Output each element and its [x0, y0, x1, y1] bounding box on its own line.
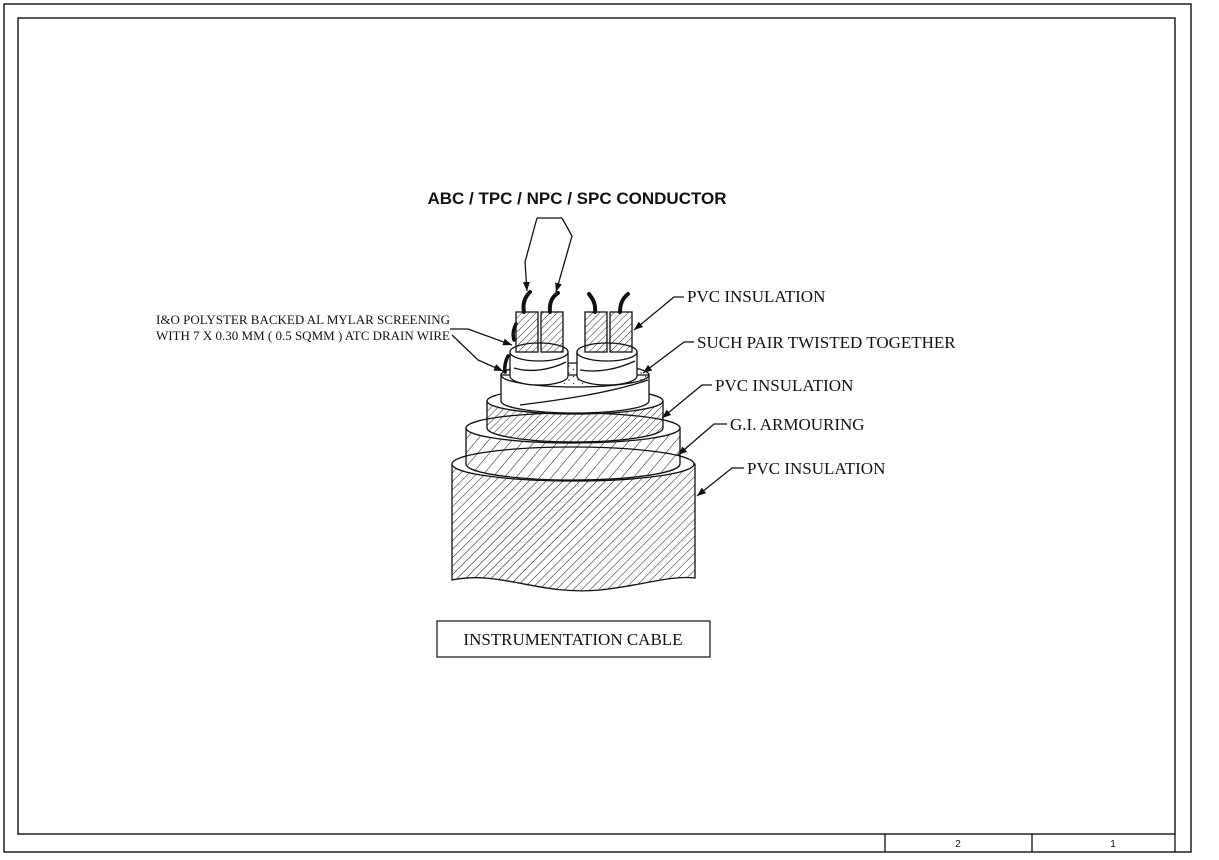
drain-wire	[511, 322, 518, 342]
zone-number-2: 2	[955, 839, 961, 850]
sheet-border	[3, 3, 1192, 853]
pair-1	[509, 290, 569, 386]
conductor-core	[540, 311, 564, 353]
drain-wire	[503, 354, 510, 374]
outer-sheath-label: PVC INSULATION	[747, 459, 885, 478]
conductor-core	[584, 311, 608, 353]
drawing-title-box: INSTRUMENTATION CABLE	[436, 620, 711, 658]
screening-label-line1: I&O POLYSTER BACKED AL MYLAR SCREENING	[156, 312, 450, 327]
zone-number-1: 1	[1110, 839, 1116, 850]
drawing-title: INSTRUMENTATION CABLE	[463, 630, 682, 649]
pair-2	[576, 292, 638, 386]
conductor-core	[515, 311, 539, 353]
leader-lines	[450, 217, 744, 497]
armour-label: G.I. ARMOURING	[730, 415, 865, 434]
pair-twisted-label: SUCH PAIR TWISTED TOGETHER	[697, 333, 956, 352]
conductor-label: ABC / TPC / NPC / SPC CONDUCTOR	[427, 189, 726, 208]
screening-label-line2: WITH 7 X 0.30 MM ( 0.5 SQMM ) ATC DRAIN …	[156, 328, 450, 343]
cable-illustration	[451, 290, 696, 592]
conductor-core	[609, 311, 633, 353]
inner-sheath-label: PVC INSULATION	[715, 376, 853, 395]
core-insulation-label: PVC INSULATION	[687, 287, 825, 306]
